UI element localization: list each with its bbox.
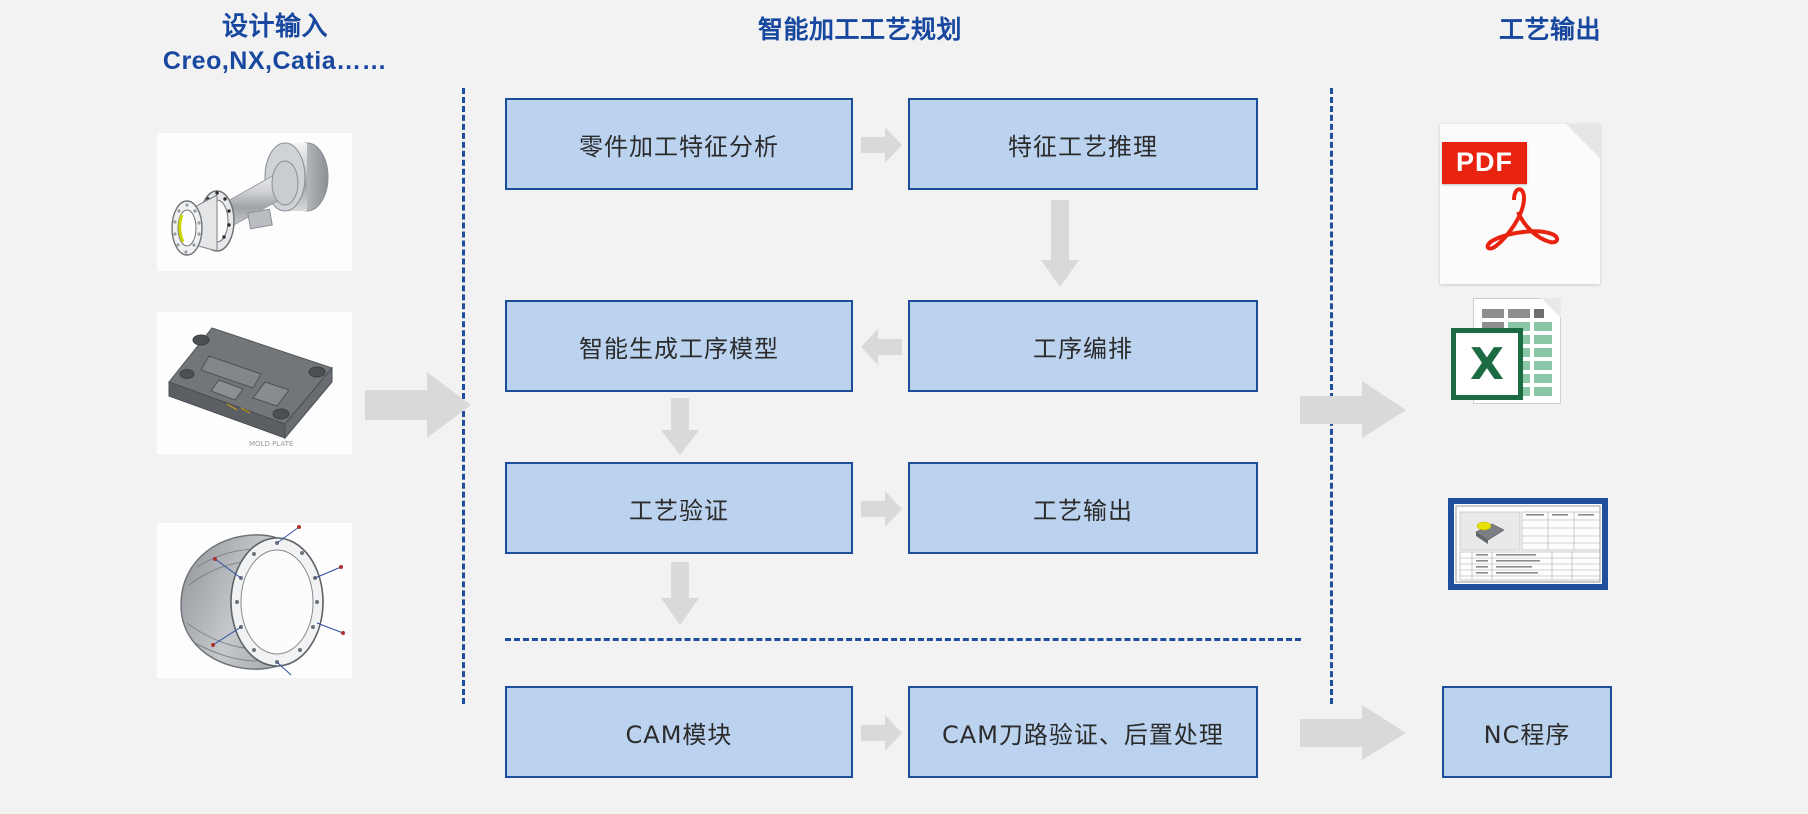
svg-text:MOLD PLATE: MOLD PLATE [249,440,293,448]
arrow-verification-to-output [861,490,903,528]
divider-left-dashed [462,88,465,704]
box-nc-program[interactable]: NC程序 [1442,686,1612,778]
box-label: 零件加工特征分析 [579,132,779,161]
arrow-analysis-to-reasoning [861,126,903,164]
process-sheet-drawing-thumbnail [1448,498,1608,590]
design-input-heading: 设计输入 Creo,NX,Catia…… [70,10,480,77]
arrow-cam-to-toolpath [861,714,903,752]
arrow-verification-to-cam [660,562,700,626]
box-label: 工艺输出 [1033,496,1133,525]
divider-horizontal-dashed [505,638,1301,641]
box-cam-toolpath-verification[interactable]: CAM刀路验证、后置处理 [908,686,1258,778]
arrow-input-to-planning [365,370,473,440]
process-output-heading: 工艺输出 [1498,16,1601,44]
arrow-sequencing-to-model [861,328,903,366]
arrow-toolpath-to-nc [1300,704,1408,762]
pdf-badge-label: PDF [1442,142,1527,184]
box-process-verification[interactable]: 工艺验证 [505,462,853,554]
engine-casing-cad-thumbnail [157,523,352,678]
excel-spreadsheet-icon: X [1447,288,1587,418]
design-input-title: 设计输入 [221,11,328,41]
box-operation-sequencing[interactable]: 工序编排 [908,300,1258,392]
shaft-housing-cad-thumbnail [157,133,352,271]
excel-badge-label: X [1451,328,1523,400]
box-part-feature-analysis[interactable]: 零件加工特征分析 [505,98,853,190]
box-feature-process-reasoning[interactable]: 特征工艺推理 [908,98,1258,190]
box-intelligent-operation-model[interactable]: 智能生成工序模型 [505,300,853,392]
box-process-output[interactable]: 工艺输出 [908,462,1258,554]
box-label: CAM模块 [625,720,733,749]
design-input-subtitle: Creo,NX,Catia…… [162,47,388,76]
process-planning-heading: 智能加工工艺规划 [757,16,962,44]
box-label: NC程序 [1483,720,1571,749]
box-label: CAM刀路验证、后置处理 [942,720,1224,749]
box-label: 智能生成工序模型 [579,334,779,363]
box-label: 工序编排 [1033,334,1133,363]
arrow-model-to-verification [660,398,700,456]
box-label: 特征工艺推理 [1008,132,1158,161]
arrow-planning-to-outputs [1300,380,1408,440]
pdf-document-icon: PDF [1440,124,1600,284]
box-label: 工艺验证 [629,496,729,525]
mold-plate-cad-thumbnail: MOLD PLATE [157,312,352,454]
arrow-reasoning-to-sequencing [1040,200,1080,288]
box-cam-module[interactable]: CAM模块 [505,686,853,778]
